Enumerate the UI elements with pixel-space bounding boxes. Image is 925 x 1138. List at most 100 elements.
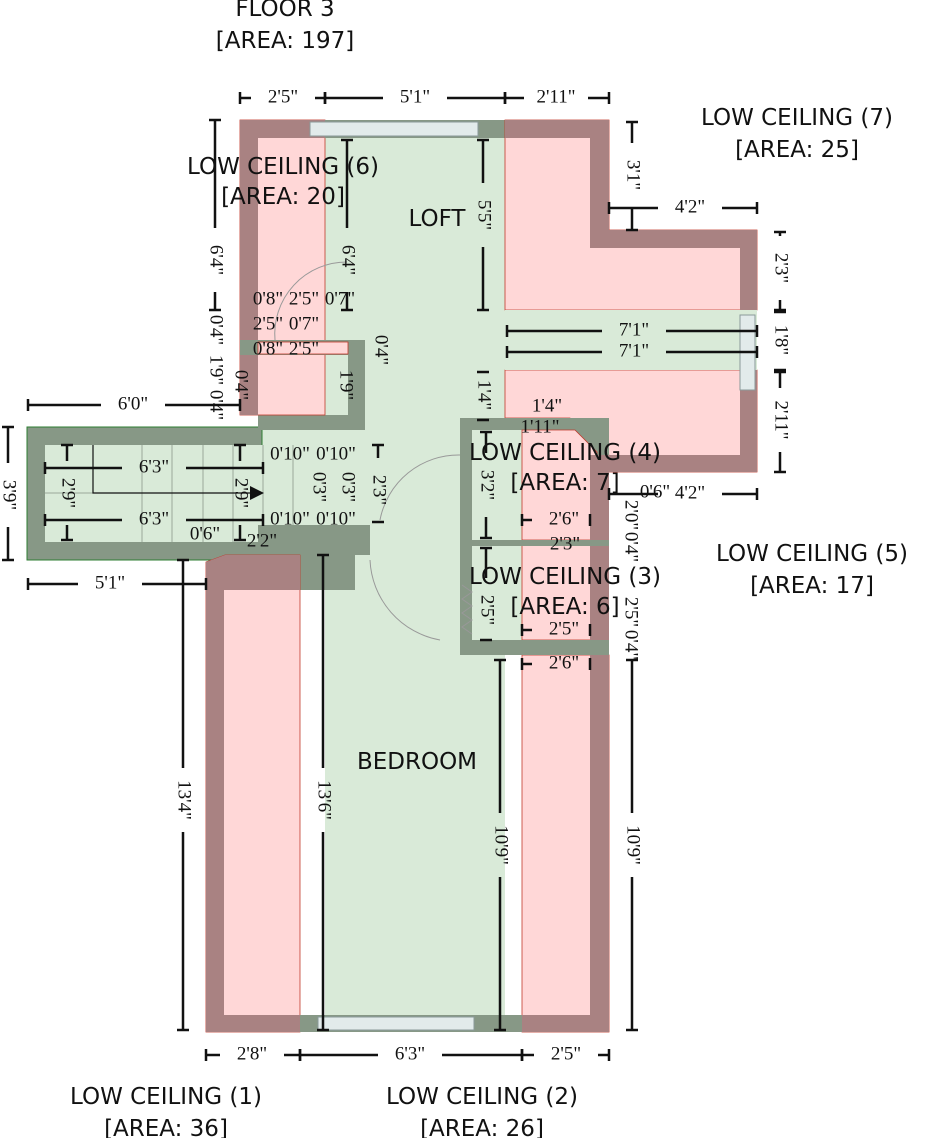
bedroom-door-arc (369, 559, 441, 641)
room-label: LOFT (409, 206, 467, 232)
stair-arrow (92, 445, 250, 494)
room-area: [AREA: 25] (735, 137, 859, 163)
dimension-label: 6'3" (139, 456, 169, 477)
stair-arrow-head-icon (250, 486, 264, 500)
wall (240, 120, 325, 138)
dimension-label: 0'10" (270, 443, 310, 464)
dimension-label: 2'5" (289, 338, 319, 359)
loft-door-arc (274, 261, 348, 341)
room-label: LOW CEILING (3) (469, 564, 661, 590)
dimension-label: 0'6" (640, 481, 670, 502)
wall (206, 555, 300, 1032)
dimension-label: 0'4" (621, 630, 642, 660)
landing-door-arc (379, 454, 461, 521)
dimension-label: 2'5" (549, 618, 579, 639)
dimension-label: 2'5" (268, 86, 298, 107)
dimension-label: 2'5" (253, 313, 283, 334)
room-area: [AREA: 17] (750, 573, 874, 599)
dimension-label: 2'0" (621, 500, 642, 530)
dimension-label: 4'2" (675, 196, 705, 217)
dimension-label: 5'1" (95, 572, 125, 593)
dimension-label: 2'3" (369, 475, 390, 505)
room-label: LOW CEILING (7) (701, 105, 893, 131)
room-label: LOW CEILING (4) (469, 440, 661, 466)
spring-icon (461, 584, 473, 635)
closet (257, 341, 349, 355)
dimension-label: 0'8" (253, 338, 283, 359)
dimension-label: 2'11" (771, 401, 792, 440)
dimension-label: 13'6" (314, 780, 335, 820)
dimension-label: 13'4" (174, 780, 195, 820)
dimension-label: 6'4" (206, 245, 227, 275)
dimension-label: 2'6" (549, 508, 579, 529)
dimension-label: 3'2" (477, 470, 498, 500)
dimension-label: 2'11" (537, 86, 576, 107)
dimension-label: 0'10" (316, 508, 356, 529)
wall (590, 455, 609, 655)
room-area: [AREA: 6] (510, 594, 619, 620)
dimension-label: 2'8" (237, 1043, 267, 1064)
wall (348, 340, 365, 430)
wall (590, 655, 609, 1032)
wall (460, 640, 609, 655)
dimension-label: 0'4" (371, 335, 392, 365)
dimension-label: 1'9" (206, 355, 227, 385)
dimension-label: 0'8" (253, 288, 283, 309)
dimension-labels: 2'5" 5'1" 2'11" 3'1" 4'2" 2'3" 1'8" 2'11" 4'2" 6'… (0, 86, 792, 1064)
dimension-label: 2'3" (550, 533, 580, 554)
floor-area: [AREA: 197] (216, 28, 354, 54)
room-label: BEDROOM (357, 749, 477, 775)
dimension-label: 5'5" (474, 200, 495, 230)
room-label: LOW CEILING (5) (716, 541, 908, 567)
dimension-label: 2'5" (551, 1043, 581, 1064)
dimension-label: 2'5" (477, 595, 498, 625)
dimension-label: 0'6" (190, 523, 220, 544)
low-ceiling-3 (521, 544, 598, 641)
dimension-label: 7'1" (619, 340, 649, 361)
dimension-label: 10'9" (623, 825, 644, 865)
dimension-label: 0'4" (231, 370, 252, 400)
room-area: [AREA: 7] (510, 470, 619, 496)
dimension-label: 2'9" (58, 478, 79, 508)
dimension-label: 6'4" (338, 245, 359, 275)
wall (258, 415, 365, 430)
dimension-label: 1'8" (771, 325, 792, 355)
dimension-label: 2'9" (231, 478, 252, 508)
closet-floor (472, 430, 522, 640)
dimension-label: 2'6" (549, 652, 579, 673)
room-label: LOW CEILING (1) (70, 1084, 262, 1110)
dimension-label: 1'11" (521, 416, 560, 437)
dimension-label: 1'9" (336, 370, 357, 400)
dimension-label: 6'3" (139, 508, 169, 529)
dimension-label: 2'5" (289, 288, 319, 309)
room-label: LOW CEILING (2) (386, 1084, 578, 1110)
dimension-label: 2'3" (771, 253, 792, 283)
dimension-label: 3'1" (623, 160, 644, 190)
dimension-label: 0'3" (309, 472, 330, 502)
dimension-label: 0'10" (270, 508, 310, 529)
dimension-label: 0'10" (316, 443, 356, 464)
bottom-window[interactable] (317, 1016, 475, 1031)
dimension-label: 6'3" (395, 1043, 425, 1064)
dimension-label: 0'3" (338, 472, 359, 502)
wall (522, 1015, 609, 1032)
top-window[interactable] (309, 121, 479, 137)
dimension-label: 5'1" (400, 86, 430, 107)
dimension-label: 2'5" (621, 597, 642, 627)
dimension-label: 6'0" (118, 393, 148, 414)
floor-title: FLOOR 3 (235, 0, 334, 22)
dimension-label: 0'7" (325, 288, 355, 309)
dimension-label: 1'4" (532, 395, 562, 416)
dimension-label: 4'2" (675, 482, 705, 503)
dimension-label: 1'4" (474, 380, 495, 410)
room-area: [AREA: 20] (221, 184, 345, 210)
dimension-label: 0'4" (206, 315, 227, 345)
wall (460, 540, 609, 546)
wall (300, 540, 355, 590)
dimension-label: 0'7" (289, 313, 319, 334)
room-area: [AREA: 26] (420, 1116, 544, 1138)
corridor-floor (505, 310, 757, 370)
dimension-label: 2'2" (247, 530, 277, 551)
